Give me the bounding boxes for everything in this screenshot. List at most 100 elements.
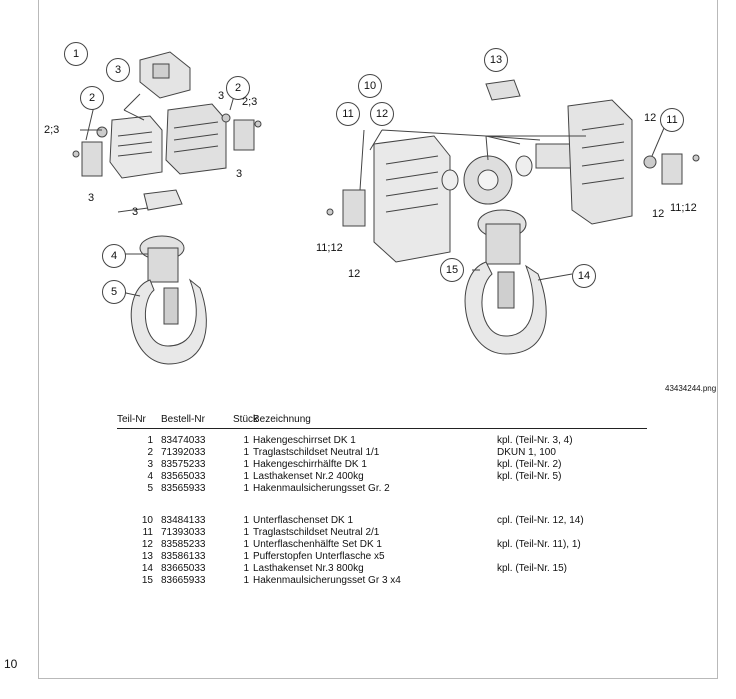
cell-bezeichnung: Hakengeschirrhälfte DK 1 [253,459,367,470]
cell-note: kpl. (Teil-Nr. 2) [497,459,562,470]
table-row: 10 83484133 1 Unterflaschenset DK 1 cpl. (Te… [117,515,647,527]
cell-teil-nr: 12 [141,539,153,550]
cell-bestell-nr: 83565033 [161,471,206,482]
table-row: 13 83586133 1 Pufferstopfen Unterflasche x5 [117,551,647,563]
header-stueck: Stück [233,414,259,425]
cell-stueck: 1 [243,539,249,550]
callout-2-right: 2 [226,76,250,100]
label-3-right: 3 [236,168,243,180]
cell-stueck: 1 [243,459,249,470]
parts-drawing [72,51,700,365]
cell-bestell-nr: 83665933 [161,575,206,586]
cell-bestell-nr: 83484133 [161,515,206,526]
label-11-12-left: 11;12 [316,242,343,254]
cell-bezeichnung: Hakengeschirrset DK 1 [253,435,356,446]
cell-bezeichnung: Lasthakenset Nr.3 800kg [253,563,364,574]
cell-note [497,575,647,587]
label-12-top-right: 12 [644,112,657,124]
cell-bezeichnung: Traglastschildset Neutral 1/1 [253,447,380,458]
cell-stueck: 1 [243,563,249,574]
cell-note [497,483,647,495]
cell-teil-nr: 3 [147,459,153,470]
cell-stueck: 1 [243,471,249,482]
cell-bezeichnung: Lasthakenset Nr.2 400kg [253,471,364,482]
callout-14: 14 [572,264,596,288]
cell-note: DKUN 1, 100 [497,447,556,458]
cell-teil-nr: 10 [141,515,153,526]
callout-4: 4 [102,244,126,268]
cell-teil-nr: 2 [147,447,153,458]
cell-note: kpl. (Teil-Nr. 3, 4) [497,435,573,446]
callout-5: 5 [102,280,126,304]
table-header: Teil-Nr Bestell-Nr Stück Bezeichnung [117,414,647,429]
label-12-right: 12 [652,208,665,220]
cell-bestell-nr: 83474033 [161,435,206,446]
cell-bestell-nr: 83665033 [161,563,206,574]
header-teil-nr: Teil-Nr [117,414,146,425]
cell-bestell-nr: 83586133 [161,551,206,562]
table-row: 11 71393033 1 Traglastschildset Neutral 2/1 [117,527,647,539]
page-number: 10 [4,657,18,671]
table-row: 1 83474033 1 Hakengeschirrset DK 1 kpl. (Tei… [117,435,647,447]
cell-teil-nr: 15 [141,575,153,586]
page-frame [38,0,718,679]
cell-note: kpl. (Teil-Nr. 5) [497,471,562,482]
callout-2: 2 [80,86,104,110]
cell-stueck: 1 [243,483,249,494]
table-row: 3 83575233 1 Hakengeschirrhälfte DK 1 kpl. (… [117,459,647,471]
table-row: 4 83565033 1 Lasthakenset Nr.2 400kg kpl. (T… [117,471,647,483]
callout-13: 13 [484,48,508,72]
cell-bezeichnung: Pufferstopfen Unterflasche x5 [253,551,385,562]
cell-teil-nr: 14 [141,563,153,574]
cell-bestell-nr: 83575233 [161,459,206,470]
cell-bestell-nr: 71393033 [161,527,206,538]
cell-stueck: 1 [243,551,249,562]
label-3-left: 3 [88,192,95,204]
table-row: 15 83665933 1 Hakenmaulsicherungsset Gr 3 x… [117,575,647,587]
header-note [497,414,647,426]
cell-bezeichnung: Traglastschildset Neutral 2/1 [253,527,380,538]
cell-note [497,527,647,539]
cell-teil-nr: 1 [147,435,153,446]
table-row: 5 83565933 1 Hakenmaulsicherungsset Gr. 2 [117,483,647,495]
callout-12: 12 [370,102,394,126]
cell-bestell-nr: 71392033 [161,447,206,458]
cell-teil-nr: 5 [147,483,153,494]
cell-teil-nr: 11 [142,527,153,538]
cell-bezeichnung: Unterflaschenhälfte Set DK 1 [253,539,382,550]
cell-bestell-nr: 83585233 [161,539,206,550]
callout-10: 10 [358,74,382,98]
label-11-12-right: 11;12 [670,202,697,214]
cell-stueck: 1 [243,435,249,446]
parts-table: Teil-Nr Bestell-Nr Stück Bezeichnung 1 83… [117,414,647,587]
label-2-3-left: 2;3 [44,124,60,136]
table-row: 2 71392033 1 Traglastschildset Neutral 1/1 D… [117,447,647,459]
callout-11: 11 [336,102,360,126]
cell-stueck: 1 [243,527,249,538]
cell-note: cpl. (Teil-Nr. 12, 14) [497,515,584,526]
cell-bezeichnung: Hakenmaulsicherungsset Gr 3 x4 [253,575,401,586]
cell-bestell-nr: 83565933 [161,483,206,494]
label-3-top: 3 [218,90,225,102]
cell-bezeichnung: Unterflaschenset DK 1 [253,515,354,526]
exploded-view-figure: 1 3 2 2 4 5 2;3 3 3 3 2;3 3 10 11 12 13 … [40,40,716,393]
label-2-3-right: 2;3 [242,96,258,108]
cell-bezeichnung: Hakenmaulsicherungsset Gr. 2 [253,483,390,494]
cell-note: kpl. (Teil-Nr. 11), 1) [497,539,581,550]
callout-1: 1 [64,42,88,66]
header-bezeichnung: Bezeichnung [253,414,311,425]
callout-15: 15 [440,258,464,282]
cell-stueck: 1 [243,575,249,586]
header-bestell-nr: Bestell-Nr [161,414,205,425]
cell-stueck: 1 [243,447,249,458]
cell-teil-nr: 4 [147,471,153,482]
figure-filename: 43434244.png [665,384,717,393]
table-row: 12 83585233 1 Unterflaschenhälfte Set DK 1 k… [117,539,647,551]
cell-stueck: 1 [243,515,249,526]
cell-teil-nr: 13 [141,551,153,562]
cell-note [497,551,647,563]
label-12-bottom: 12 [348,268,361,280]
cell-note: kpl. (Teil-Nr. 15) [497,563,568,574]
label-3-mid: 3 [132,206,139,218]
callout-11-right: 11 [660,108,684,132]
